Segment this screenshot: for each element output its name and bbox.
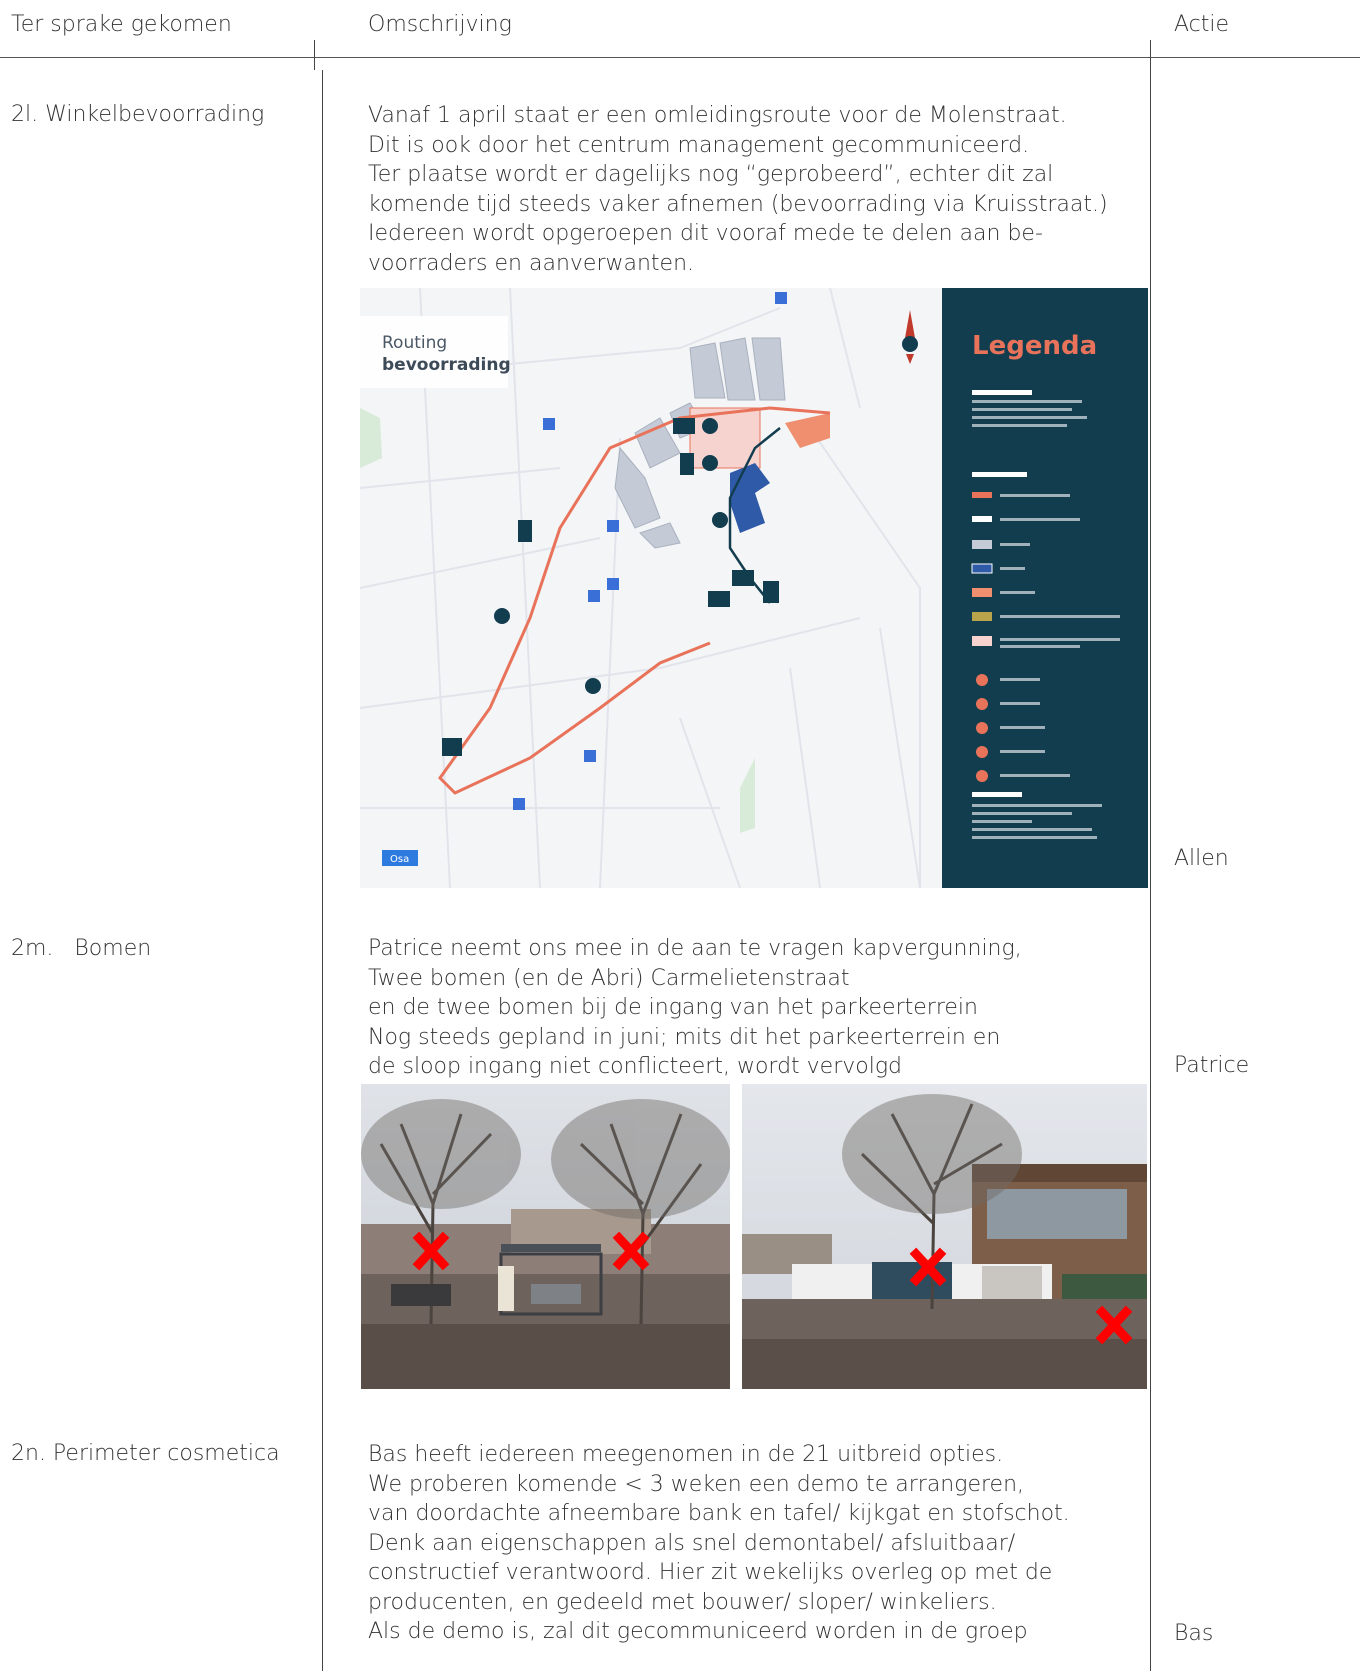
- legend-entries: [971, 390, 1120, 839]
- description-line: Ter plaatse wordt er dagelijks nog “gepr…: [368, 162, 1054, 187]
- column-divider-right: [1150, 40, 1151, 1671]
- description-line: Iedereen wordt opgeroepen dit vooraf med…: [368, 221, 1043, 246]
- north-arrow-icon: [902, 310, 918, 364]
- column-divider-left: [322, 70, 323, 1671]
- description-line: constructief verantwoord. Hier zit wekel…: [368, 1560, 1053, 1585]
- description-line: voorraders en aanverwanten.: [368, 250, 695, 276]
- photo-parkeerterrein-ingang: [742, 1084, 1147, 1389]
- action-bas: Bas: [1174, 1621, 1214, 1646]
- topic-winkelbevoorrading: 2l. Winkelbevoorrading: [11, 102, 265, 127]
- description-line: Bas heeft iedereen meegenomen in de 21 u…: [368, 1442, 1004, 1467]
- map-osa-badge: Osa: [390, 854, 409, 865]
- header-divider: [0, 57, 1360, 58]
- header-actie: Actie: [1174, 12, 1230, 37]
- map-title-bold: bevoorrading: [382, 355, 511, 375]
- description-line: Patrice neemt ons mee in de aan te vrage…: [368, 936, 1022, 961]
- photo-abri-carmelietenstraat: [361, 1084, 730, 1389]
- description-line: Denk aan eigenschappen als snel demontab…: [368, 1530, 1016, 1556]
- action-allen: Allen: [1174, 846, 1229, 871]
- description-line: van doordachte afneembare bank en tafel/…: [368, 1501, 1070, 1526]
- description-line: Dit is ook door het centrum management g…: [368, 132, 1030, 158]
- routing-map: Routing bevoorrading Osa Legenda: [360, 288, 1148, 888]
- legend-title: Legenda: [972, 331, 1097, 361]
- topic-perimeter-cosmetica: 2n. Perimeter cosmetica: [11, 1441, 280, 1466]
- topic-bomen: 2m. Bomen: [11, 936, 152, 961]
- description-winkelbevoorrading: Vanaf 1 april staat er een omleidingsrou…: [368, 101, 1128, 278]
- map-title-light: Routing: [382, 333, 447, 353]
- description-line: Als de demo is, zal dit gecommuniceerd w…: [368, 1619, 1028, 1644]
- description-line: en de twee bomen bij de ingang van het p…: [368, 995, 978, 1020]
- description-line: We proberen komende < 3 weken een demo t…: [368, 1471, 1025, 1497]
- header-ter-sprake-gekomen: Ter sprake gekomen: [11, 12, 232, 37]
- action-patrice: Patrice: [1174, 1053, 1250, 1078]
- description-bomen: Patrice neemt ons mee in de aan te vrage…: [368, 934, 1128, 1082]
- description-line: de sloop ingang niet conflicteert, wordt…: [368, 1054, 903, 1079]
- routing-map-graphic: Routing bevoorrading Osa Legenda: [360, 288, 1148, 888]
- description-line: komende tijd steeds vaker afnemen (bevoo…: [368, 191, 1108, 217]
- description-line: producenten, en gedeeld met bouwer/ slop…: [368, 1589, 997, 1615]
- header-omschrijving: Omschrijving: [368, 12, 512, 37]
- description-perimeter-cosmetica: Bas heeft iedereen meegenomen in de 21 u…: [368, 1440, 1128, 1647]
- description-line: Twee bomen (en de Abri) Carmelietenstraa…: [368, 965, 850, 991]
- description-line: Vanaf 1 april staat er een omleidingsrou…: [368, 103, 1067, 128]
- description-line: Nog steeds gepland in juni; mits dit het…: [368, 1024, 1001, 1050]
- column-divider-left-top: [314, 40, 315, 70]
